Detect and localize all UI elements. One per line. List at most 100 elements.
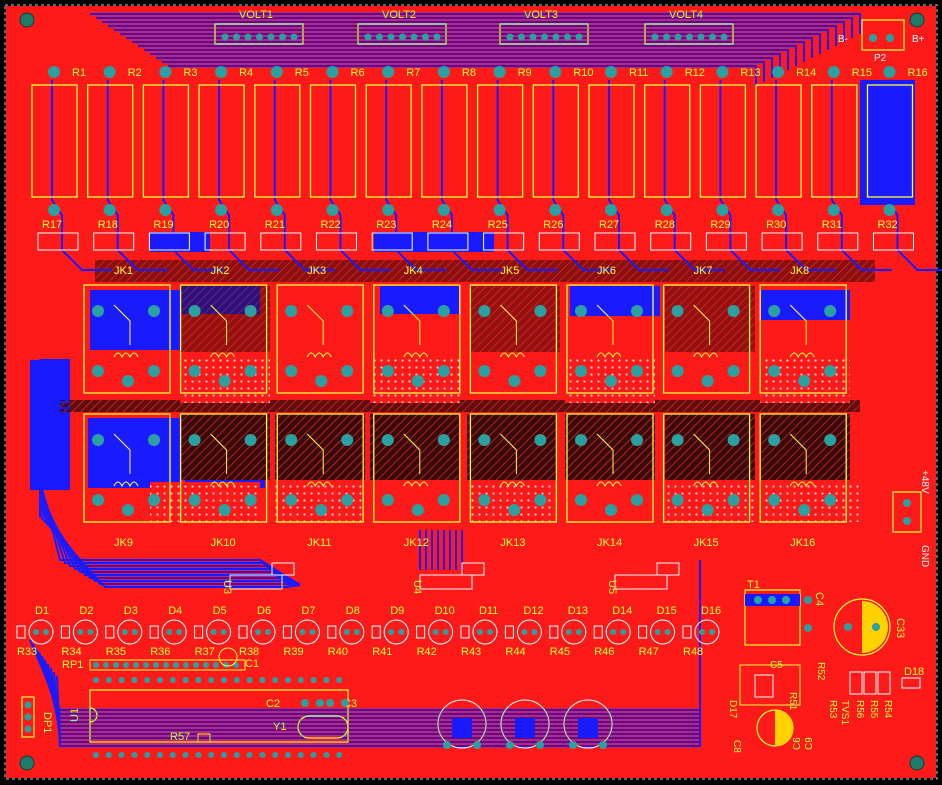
u1-pins [93, 677, 343, 758]
resistor-top: R6 [309, 66, 365, 216]
relay: JK7 [662, 265, 751, 394]
volt-label: VOLT1 [239, 9, 273, 21]
relay-label: JK6 [597, 265, 616, 277]
resistor-label: R19 [153, 219, 173, 231]
resistor-top: R5 [254, 66, 309, 216]
dp1-outline [21, 696, 35, 738]
resistor-label: R33 [17, 646, 37, 658]
volt-connector: VOLT1 [214, 9, 304, 45]
led: D3 [117, 605, 143, 645]
u1-outline [89, 689, 349, 743]
volt-label: VOLT4 [669, 9, 703, 21]
b-plus-label: B+ [912, 34, 925, 45]
dp1-label: DP1 [41, 712, 53, 733]
r52-label: R52 [815, 662, 826, 681]
resistor-bottom: R35 [105, 625, 126, 658]
relay: JK4 [373, 265, 461, 394]
driver-label: U5 [606, 580, 618, 594]
resistor-bottom: R40 [327, 625, 348, 658]
led: D15 [650, 605, 677, 645]
mount-hole-top-left [19, 12, 35, 28]
led: D8 [339, 605, 365, 645]
d17-label: D17 [727, 700, 738, 719]
mcu-area: RP1 C1 U1 C2 C3 Y1 R57 DP1 [21, 647, 357, 758]
resistor-top: R3 [142, 66, 197, 216]
resistor-label: R13 [740, 67, 760, 79]
c8-label: C8 [731, 740, 742, 753]
relay-label: JK3 [307, 265, 326, 277]
mounting-holes [19, 12, 925, 771]
resistor-mid: R18 [93, 219, 135, 251]
c33-label: C33 [894, 618, 906, 638]
resistor-label: R35 [106, 646, 126, 658]
resistor-mid: R25 [483, 219, 525, 251]
c2-label: C2 [266, 698, 280, 710]
led-label: D11 [479, 605, 498, 617]
resistor-label: R11 [629, 67, 648, 79]
t1-outline [744, 589, 801, 646]
resistor-label: R10 [573, 67, 593, 79]
resistor-label: R34 [61, 646, 81, 658]
resistor-label: R48 [683, 646, 703, 658]
led: D2 [72, 605, 98, 645]
resistor-label: R36 [150, 646, 170, 658]
led-label: D10 [435, 605, 455, 617]
resistor-bottom: R36 [149, 625, 170, 658]
r53-label: R53 [827, 700, 838, 719]
resistor-label: R20 [209, 219, 229, 231]
resistor-mid: R20 [204, 219, 246, 251]
led-label: D5 [213, 605, 227, 617]
relay: JK16 [759, 413, 847, 549]
resistor-mid: R22 [316, 219, 357, 251]
relay: JK10 [179, 413, 268, 549]
driver-ic: U5 [606, 562, 680, 594]
resistor-label: R31 [822, 219, 842, 231]
resistor-label: R2 [128, 67, 142, 79]
r51-label: R51 [787, 692, 798, 711]
resistor-label: R43 [461, 646, 481, 658]
resistor-label: R4 [239, 67, 253, 79]
resistor-mid: R28 [650, 219, 692, 251]
relay: JK15 [662, 413, 751, 549]
resistor-mid: R30 [761, 219, 803, 251]
gnd-label: GND [919, 545, 930, 567]
resistor-bottom: R41 [371, 625, 392, 658]
resistor-label: R41 [372, 646, 392, 658]
resistor-label: R21 [265, 219, 285, 231]
relay-label: JK16 [790, 537, 815, 549]
resistor-label: R1 [72, 67, 86, 79]
driver-label: U3 [221, 580, 233, 594]
plus48v-label: +48V [919, 470, 930, 494]
resistor-top: R13 [699, 66, 761, 216]
resistor-label: R23 [376, 219, 396, 231]
bottom-traces [29, 13, 942, 747]
resistor-label: R24 [432, 219, 452, 231]
round-components [437, 699, 613, 749]
resistor-label: R32 [878, 219, 898, 231]
led-label: D6 [257, 605, 271, 617]
driver-ic: U4 [411, 562, 485, 594]
relay-label: JK13 [500, 537, 525, 549]
led-label: D4 [168, 605, 182, 617]
power-section: T1 C4 C33 C5 R52 R51 D17 C8 C6 C9 R53 TV… [727, 19, 930, 753]
resistor-bottom: R34 [60, 625, 82, 658]
resistor-top: R8 [421, 66, 476, 216]
led: D5 [206, 605, 232, 645]
driver-ic: U3 [221, 562, 295, 594]
relay-label: JK1 [114, 265, 133, 277]
rp1-footprint [89, 659, 246, 671]
resistor-label: R16 [908, 67, 928, 79]
resistor-top: R12 [644, 66, 705, 216]
resistor-mid: R23 [371, 219, 413, 251]
led: D1 [28, 605, 54, 645]
relay: JK13 [469, 413, 558, 549]
relay: JK6 [566, 265, 654, 394]
resistor-bottom: R47 [638, 625, 659, 658]
resistor-label: R26 [543, 219, 563, 231]
resistor-mid: R31 [817, 219, 859, 251]
mount-hole-bottom-right [909, 755, 925, 771]
resistor-label: R27 [599, 219, 619, 231]
resistor-bottom: R39 [282, 625, 304, 658]
